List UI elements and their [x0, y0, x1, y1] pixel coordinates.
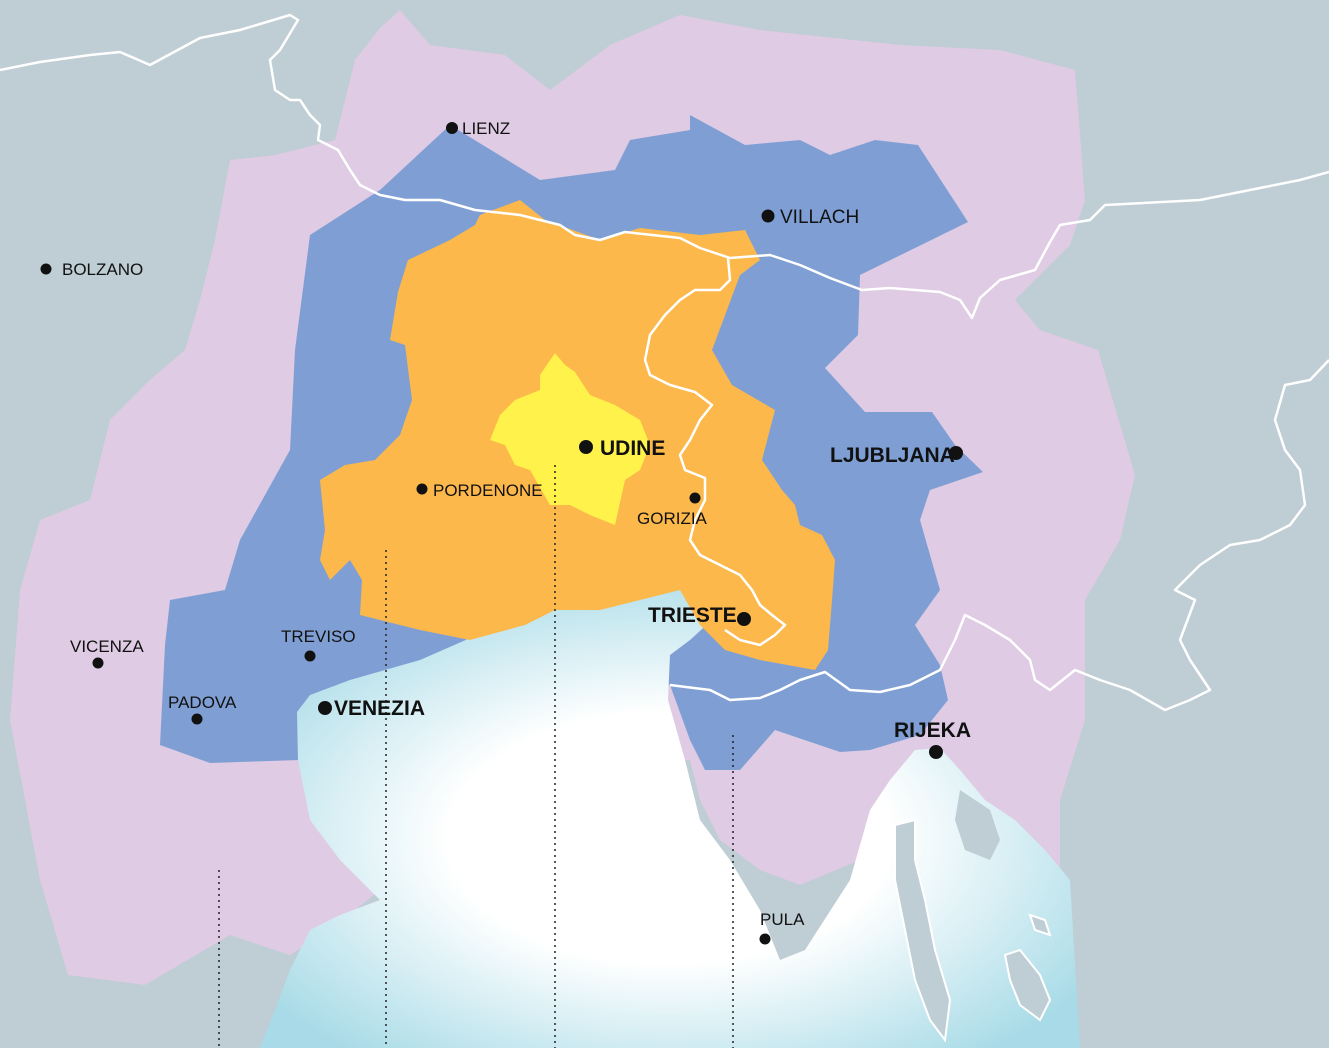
city-dot	[929, 745, 943, 759]
city-dot	[579, 440, 593, 454]
city-dot	[761, 209, 775, 223]
core-zone	[490, 353, 650, 525]
island-small	[1028, 913, 1052, 937]
city-label-vicenza: VICENZA	[70, 637, 144, 656]
city-dot	[759, 933, 771, 945]
city-label-gorizia: GORIZIA	[637, 509, 708, 528]
city-label-ljubljana: LJUBLJANA	[830, 444, 955, 467]
island-cres	[1003, 948, 1052, 1022]
city-label-pordenone: PORDENONE	[433, 481, 543, 500]
city-vicenza[interactable]: VICENZA	[70, 637, 144, 669]
city-ljubljana[interactable]: LJUBLJANA	[830, 444, 963, 467]
city-dot	[689, 492, 701, 504]
city-label-bolzano: BOLZANO	[62, 260, 143, 279]
city-pordenone[interactable]: PORDENONE	[416, 481, 543, 500]
city-label-villach: VILLACH	[780, 207, 859, 228]
city-gorizia[interactable]: GORIZIA	[637, 492, 708, 529]
national-borders	[0, 13, 1329, 712]
city-padova[interactable]: PADOVA	[168, 693, 237, 725]
city-dot	[318, 701, 332, 715]
city-label-rijeka: RIJEKA	[894, 719, 971, 742]
city-dot	[446, 122, 458, 134]
city-rijeka[interactable]: RIJEKA	[894, 719, 971, 759]
city-trieste[interactable]: TRIESTE	[648, 604, 751, 627]
city-udine[interactable]: UDINE	[579, 437, 665, 460]
city-bolzano[interactable]: BOLZANO	[40, 260, 144, 279]
city-dot	[40, 263, 52, 275]
city-label-padova: PADOVA	[168, 693, 237, 712]
mainland-croatia-coast	[955, 790, 1000, 860]
city-pula[interactable]: PULA	[759, 910, 806, 945]
city-label-udine: UDINE	[600, 437, 665, 460]
island-krk	[894, 818, 952, 1043]
city-dot	[191, 713, 203, 725]
city-label-lienz: LIENZ	[462, 119, 510, 138]
city-dot	[737, 612, 751, 626]
city-villach[interactable]: VILLACH	[761, 207, 860, 228]
city-label-venezia: VENEZIA	[334, 697, 425, 720]
city-label-pula: PULA	[760, 910, 805, 929]
city-dot	[416, 483, 428, 495]
city-label-trieste: TRIESTE	[648, 604, 737, 627]
city-lienz[interactable]: LIENZ	[446, 119, 510, 138]
city-treviso[interactable]: TREVISO	[281, 627, 356, 662]
city-dot	[92, 657, 104, 669]
city-dot	[304, 650, 316, 662]
dotted-guides	[218, 465, 734, 1048]
city-dot	[949, 446, 963, 460]
city-label-treviso: TREVISO	[281, 627, 356, 646]
city-venezia[interactable]: VENEZIA	[318, 697, 425, 720]
adriatic-sea	[260, 582, 1080, 1048]
